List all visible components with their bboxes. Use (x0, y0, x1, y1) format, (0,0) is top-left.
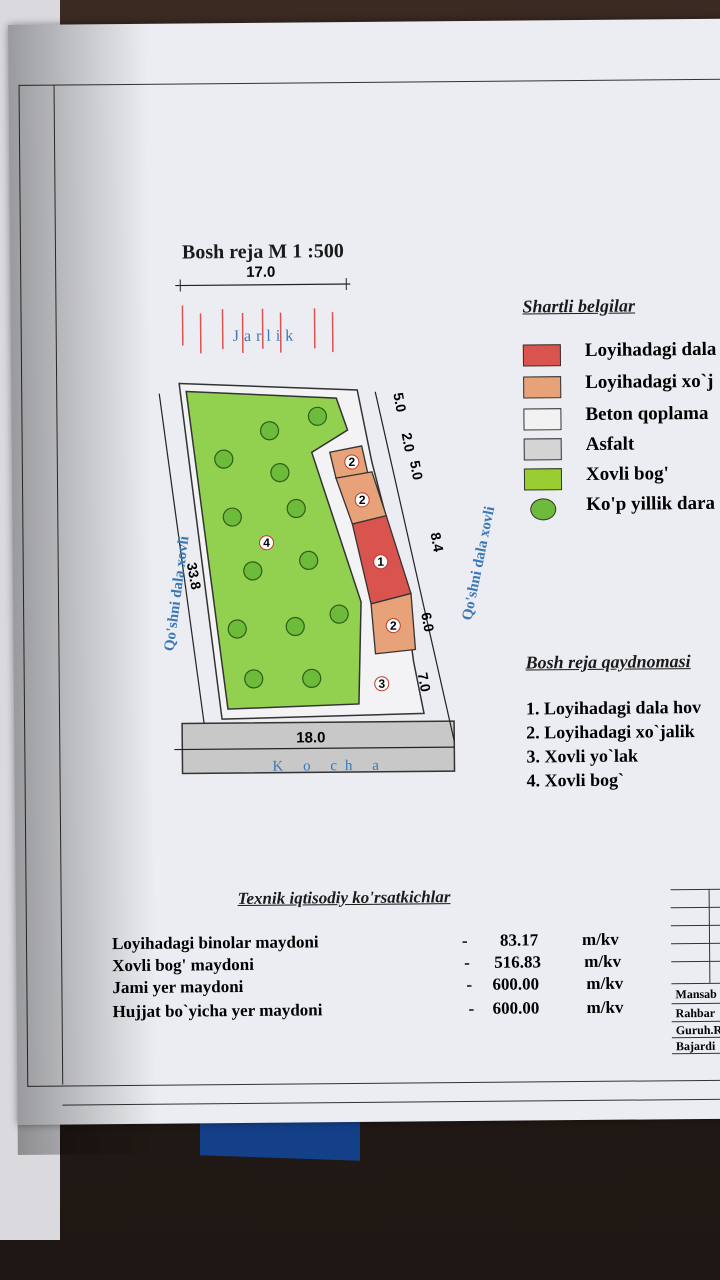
marker-2b: 2 (359, 493, 366, 507)
stamp-line (670, 906, 720, 909)
tech-unit: m/kv (581, 929, 619, 950)
street-asphalt (181, 720, 456, 775)
dim-right-b: 2.0 (399, 431, 418, 453)
dim-line-right (374, 391, 455, 742)
marker-1: 1 (377, 555, 384, 569)
tech-unit: m/kv (586, 997, 624, 1017)
stamp-line (671, 1002, 720, 1005)
stamp-divider (708, 888, 711, 983)
dim-right-f: 7.0 (415, 671, 434, 693)
plan-markers: 1 2 2 2 3 4 (259, 454, 401, 692)
legend-label: Ko'p yillik dara (586, 492, 716, 515)
marker-4: 4 (263, 536, 270, 550)
explication-item: 3. Xovli yo`lak (526, 745, 639, 767)
stamp-line (670, 888, 720, 891)
legend-item: Loyihadagi xo`j (523, 370, 720, 399)
north-label: Jarlik (233, 327, 299, 345)
dim-right-c: 5.0 (407, 459, 426, 481)
stamp-label: Guruh.R (675, 1022, 720, 1038)
tech-value: 516.83 (494, 952, 542, 972)
legend-label: Asfalt (585, 433, 635, 455)
stamp-label: Rahbar (675, 1005, 716, 1021)
dim-bottom-width: 18.0 (296, 729, 325, 746)
tech-dash: - (461, 931, 468, 951)
dim-right-d: 8.4 (428, 531, 447, 553)
dim-line-bottom (174, 746, 455, 751)
explication-item: 2. Loyihadagi xo`jalik (526, 721, 695, 743)
west-neighbor-label: Qo'shni dala xovli (162, 535, 193, 652)
legend-label: Loyihadagi dala (584, 338, 717, 361)
stamp-line (671, 982, 720, 985)
legend-label: Beton qoplama (585, 402, 709, 425)
tech-value: 600.00 (492, 998, 540, 1018)
drawing-sheet: Bosh reja M 1 :500 17.0 Jarlik (8, 18, 720, 1155)
stamp-label: Mansab (675, 986, 717, 1002)
explication-item: 1. Loyihadagi dala hov (525, 696, 702, 719)
legend-item: Beton qoplama (523, 402, 720, 431)
tech-dash: - (466, 974, 473, 995)
marker-2c: 2 (390, 619, 397, 633)
tech-unit: m/kv (586, 973, 624, 993)
dim-right-e: 6.0 (418, 611, 437, 633)
legend-label: Xovli bog' (585, 463, 669, 485)
stamp-line (671, 960, 720, 963)
tech-value: 83.17 (499, 930, 539, 950)
dim-left-length: 33.8 (184, 561, 205, 591)
explication-title: Bosh reja qaydnomasi (525, 651, 691, 673)
legend-item: Asfalt (523, 433, 720, 461)
trees (214, 406, 349, 689)
stamp-line (670, 924, 720, 927)
legend-label: Loyihadagi xo`j (585, 370, 714, 393)
east-neighbor-label: Qo'shni dala xovli (459, 505, 498, 622)
tech-title: Texnik iqtisodiy ko'rsatkichlar (237, 887, 451, 909)
tech-value: 600.00 (492, 974, 540, 994)
tech-dash: - (468, 998, 475, 1019)
dim-right-a: 5.0 (390, 391, 409, 413)
legend-item: Xovli bog' (523, 463, 720, 491)
tech-unit: m/kv (584, 951, 622, 972)
dim-line-left (158, 393, 205, 724)
legend-swatch (523, 408, 562, 431)
legend-swatch (523, 468, 563, 491)
legend-tree-icon (530, 498, 557, 521)
legend-swatch (523, 376, 562, 399)
site-plan-drawing: 17.0 Jarlik (158, 264, 498, 775)
marker-2a: 2 (348, 455, 355, 469)
legend-title: Shartli belgilar (522, 295, 636, 317)
stamp-label: Bajardi (675, 1038, 716, 1054)
north-boundary-marks (181, 305, 334, 354)
explication-item: 4. Xovli bog` (526, 769, 625, 791)
legend-swatch (522, 344, 561, 367)
legend-item: Loyihadagi dala (522, 338, 720, 367)
legend-item: Ko'p yillik dara (524, 492, 720, 521)
marker-3: 3 (378, 677, 385, 691)
dim-line-top (175, 283, 351, 287)
legend-swatch (523, 438, 562, 461)
street-label: K o ch a (272, 758, 387, 775)
title-block: Mansab Rahbar Guruh.R Bajardi (670, 888, 720, 1100)
photo-shadow (8, 23, 158, 1155)
stamp-line (671, 942, 720, 945)
dim-top-width: 17.0 (246, 264, 275, 281)
tech-dash: - (464, 953, 470, 973)
